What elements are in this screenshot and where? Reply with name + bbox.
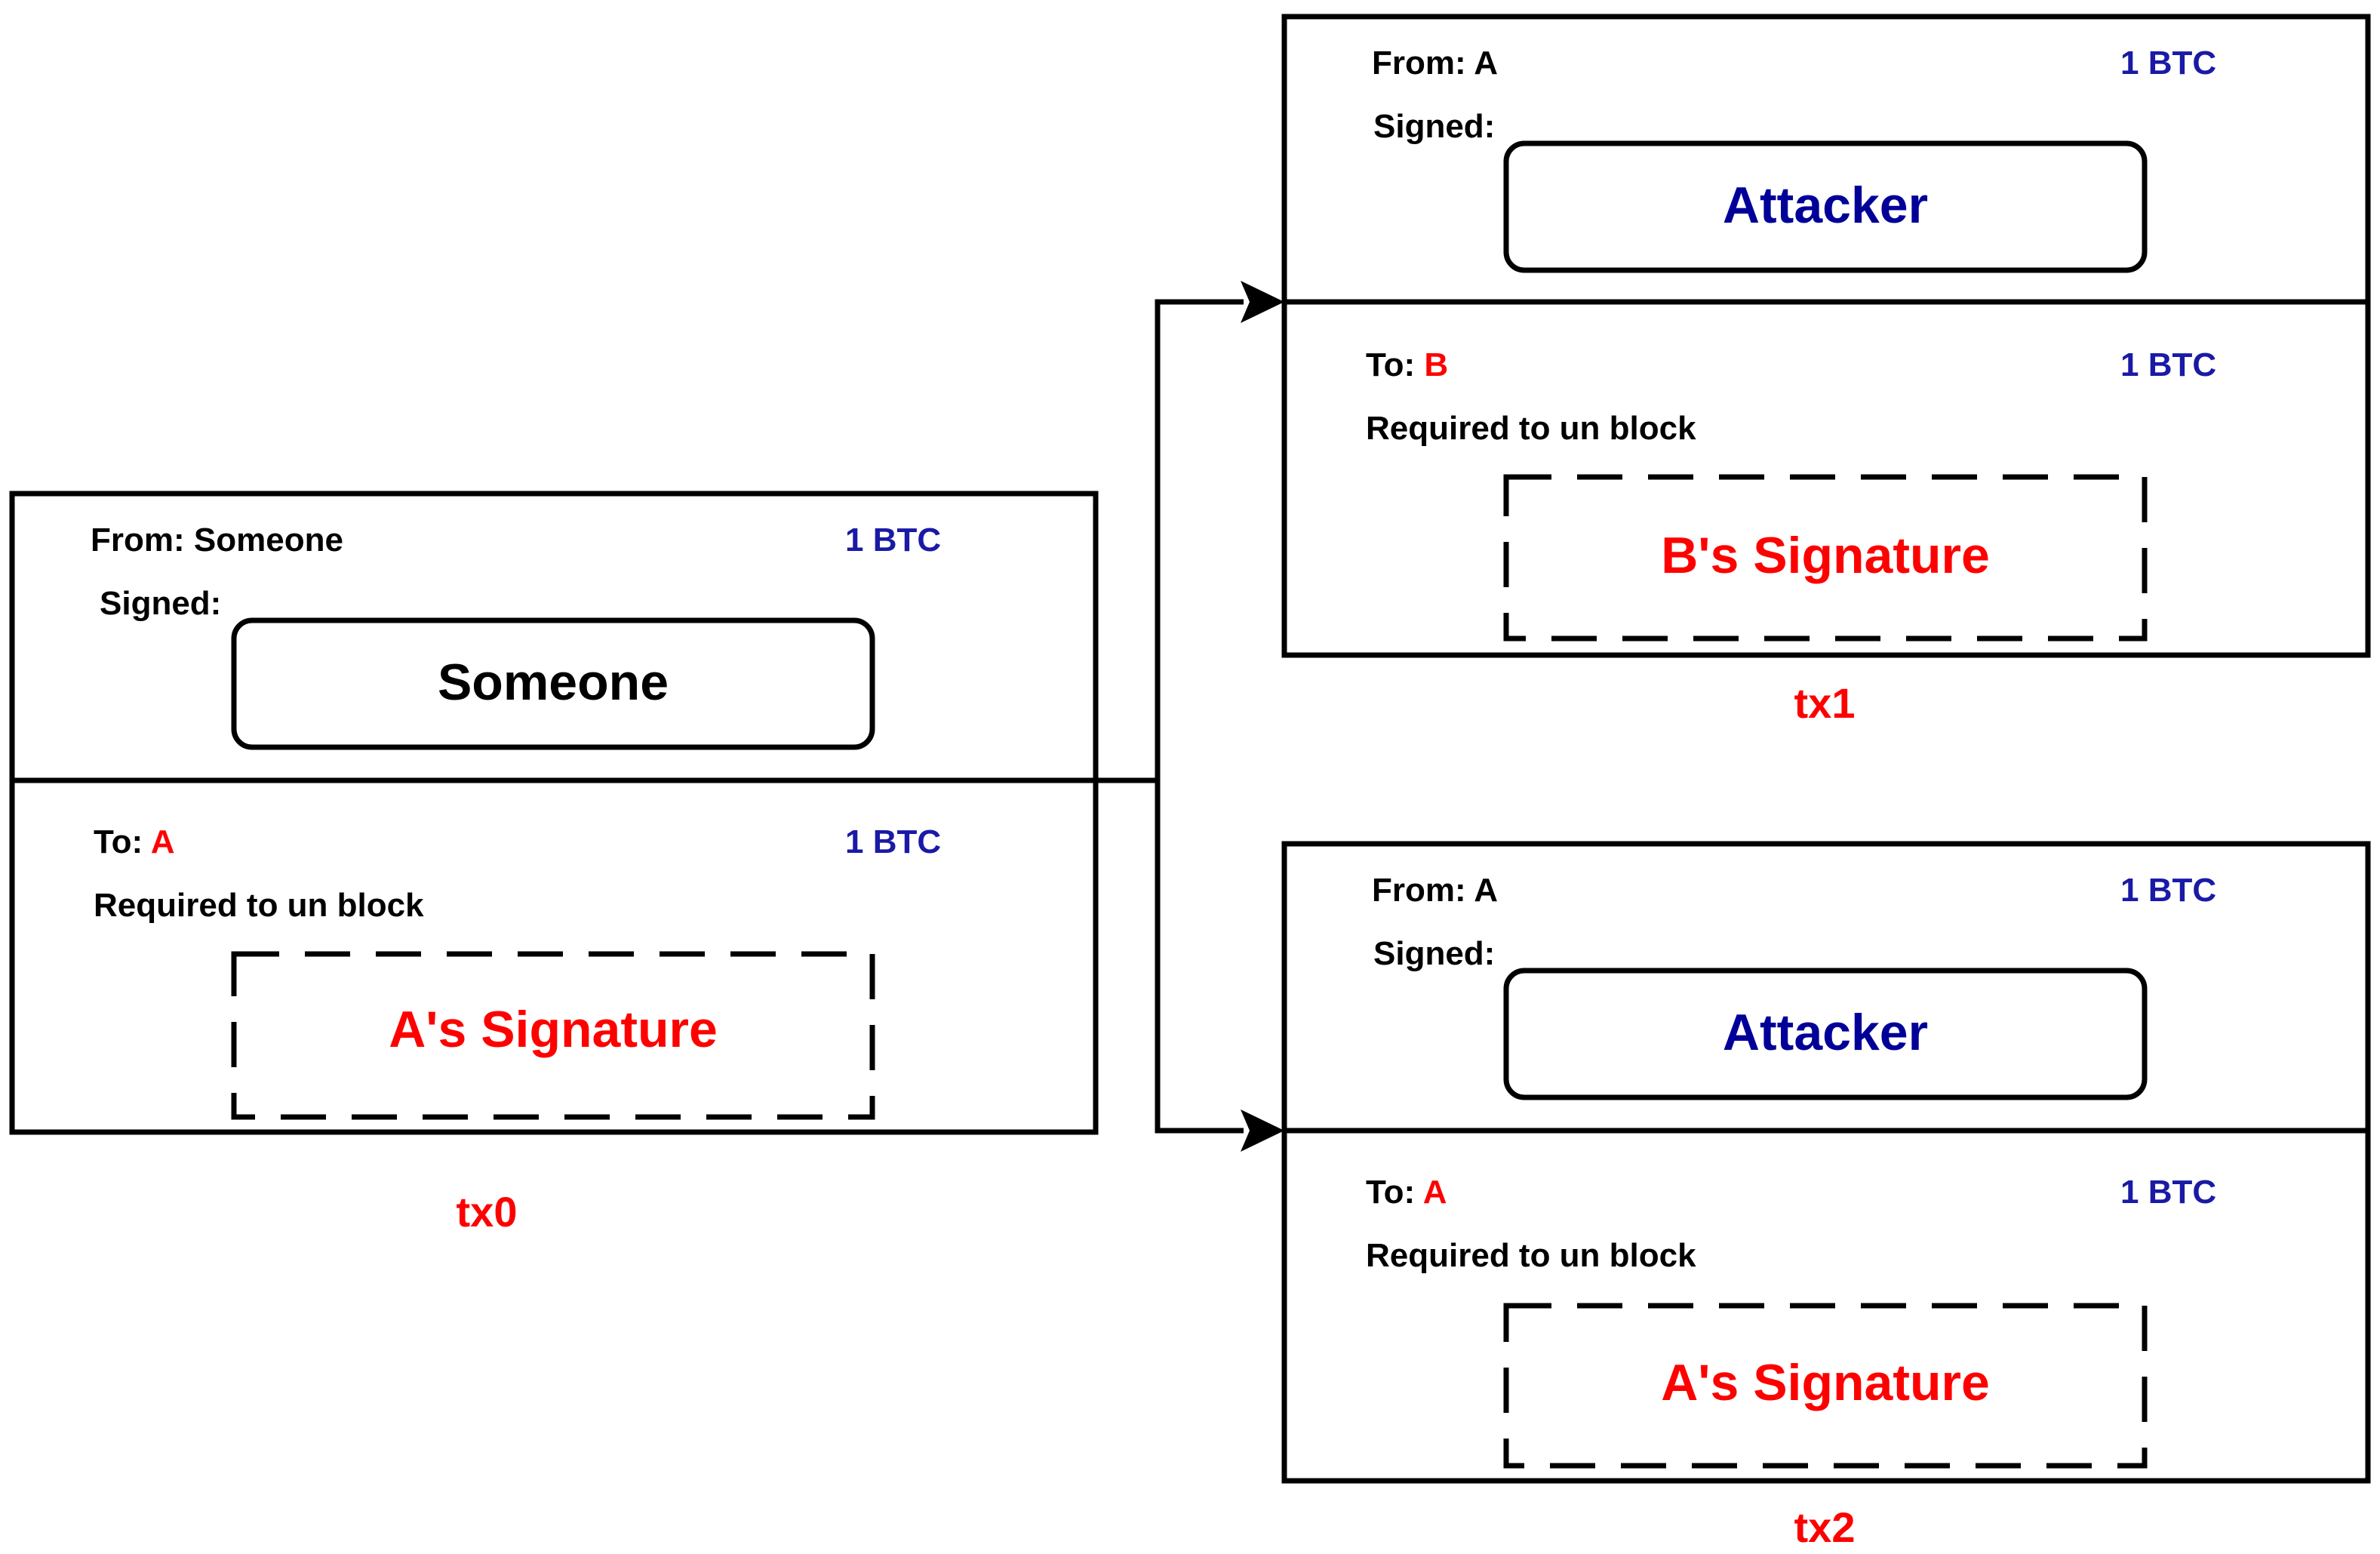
tx1-to-recipient: B: [1424, 346, 1449, 383]
tx1-from-amount: 1 BTC: [2120, 45, 2217, 82]
tx1-caption: tx1: [1794, 679, 1856, 727]
tx2-from-amount: 1 BTC: [2120, 872, 2217, 909]
tx1-to-line: To: B: [1366, 349, 1448, 382]
tx2-to-recipient: A: [1422, 1174, 1447, 1211]
tx2-to-line: To: A: [1366, 1176, 1447, 1209]
tx1-to-amount: 1 BTC: [2120, 346, 2217, 383]
arrowhead-tx1: [1241, 281, 1284, 323]
tx0-signer: Someone: [437, 654, 669, 711]
arrow-to-tx2: [1155, 780, 1244, 1134]
tx0-box: [9, 491, 1099, 1135]
tx0-from-amount: 1 BTC: [845, 522, 942, 559]
tx0-signer-box: [231, 617, 875, 750]
tx2-signer-box: [1503, 968, 2148, 1100]
tx0-required-label: Required to un block: [94, 887, 424, 924]
tx2-to-prefix: To:: [1366, 1174, 1416, 1211]
tx0-caption: tx0: [456, 1188, 518, 1236]
tx2-from-label: From: A: [1372, 872, 1499, 909]
arrowhead-tx2: [1241, 1109, 1284, 1152]
tx0-to-amount: 1 BTC: [845, 823, 942, 860]
tx0-to-recipient: A: [150, 823, 175, 860]
tx2-signature-box: [1503, 1303, 2148, 1469]
tx2-caption: tx2: [1794, 1503, 1856, 1551]
tx1-required-signature: B's Signature: [1661, 527, 1990, 584]
tx1-to-prefix: To:: [1366, 346, 1416, 383]
tx1-signed-label: Signed:: [1373, 108, 1496, 145]
tx2-to-amount: 1 BTC: [2120, 1174, 2217, 1211]
spend-connectors: [1096, 281, 1284, 1152]
tx0-required-signature: A's Signature: [389, 1001, 718, 1058]
tx1-outline: [1281, 14, 2371, 658]
tx1-box: [1281, 14, 2371, 658]
tx0-signed-label: Signed:: [100, 585, 222, 622]
tx0-to-prefix: To:: [94, 823, 143, 860]
tx2-signed-label: Signed:: [1373, 935, 1496, 972]
tx1-signature-box: [1503, 474, 2148, 642]
tx2-required-signature: A's Signature: [1661, 1354, 1990, 1411]
tx1-from-label: From: A: [1372, 45, 1499, 82]
tx0-to-line: To: A: [94, 826, 175, 859]
tx0-signature-box: [231, 951, 875, 1120]
arrow-to-tx1: [1096, 299, 1244, 783]
tx0-outline: [9, 491, 1099, 1135]
tx2-signer: Attacker: [1722, 1004, 1929, 1061]
tx1-required-label: Required to un block: [1366, 410, 1696, 447]
tx2-outline: [1281, 841, 2371, 1484]
tx2-required-label: Required to un block: [1366, 1237, 1696, 1274]
tx2-box: [1281, 841, 2371, 1484]
tx0-from-label: From: Someone: [91, 522, 343, 559]
tx1-signer: Attacker: [1722, 177, 1929, 234]
tx1-signer-box: [1503, 140, 2148, 273]
